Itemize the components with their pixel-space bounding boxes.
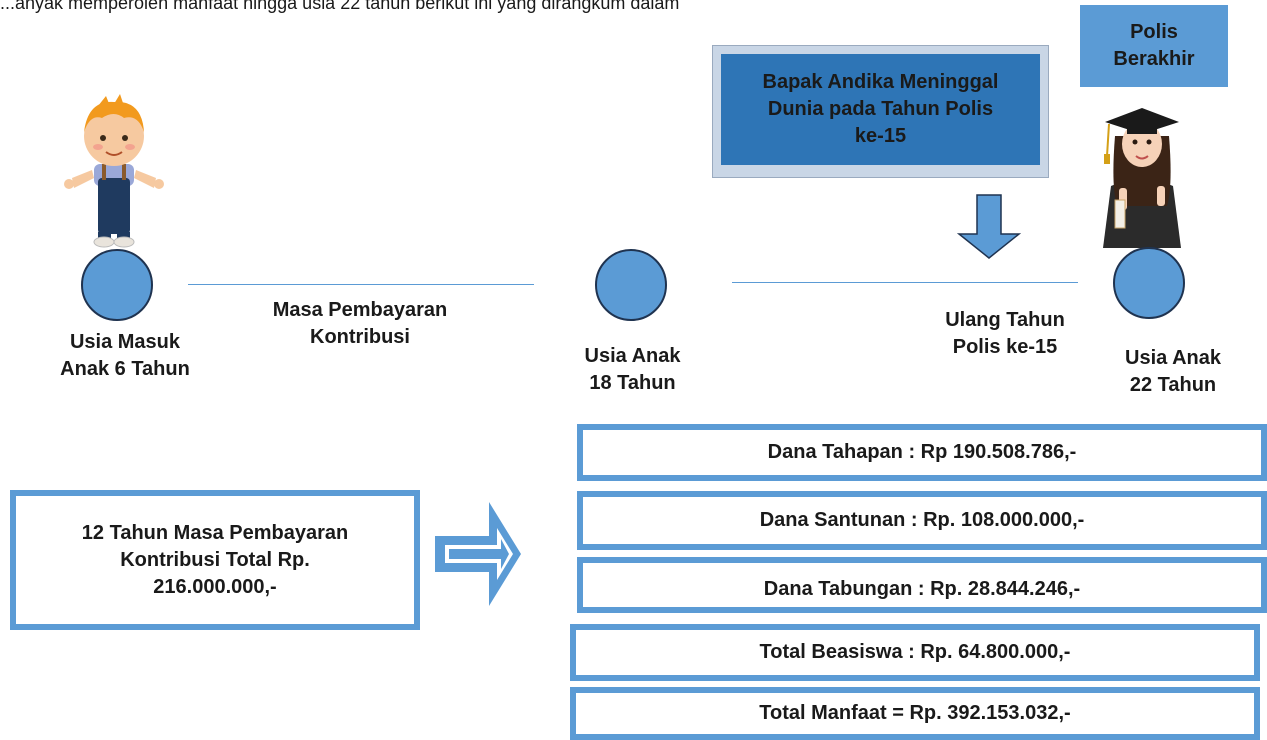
event-box-line1: Bapak Andika Meninggal — [762, 71, 999, 93]
timeline-node-middle — [595, 249, 667, 321]
event-box-frame: Bapak Andika Meninggal Dunia pada Tahun … — [712, 45, 1049, 178]
timeline-node-end — [1113, 247, 1185, 319]
node-label-end-line1: Usia Anak — [1125, 347, 1221, 369]
benefit-box-tabungan: Dana Tabungan : Rp. 28.844.246,- — [577, 557, 1267, 613]
event-box-line2: Dunia pada Tahun Polis — [767, 98, 994, 120]
benefit-box-santunan: Dana Santunan : Rp. 108.000.000,- — [577, 491, 1267, 550]
anniversary-label: Ulang Tahun Polis ke-15 — [925, 307, 1085, 361]
payment-period-line2: Kontribusi — [310, 326, 410, 348]
benefit-santunan-text: Dana Santunan : Rp. 108.000.000,- — [759, 509, 1085, 531]
policy-end-line1: Polis — [1130, 21, 1178, 43]
contribution-summary-box: 12 Tahun Masa Pembayaran Kontribusi Tota… — [10, 490, 420, 630]
node-label-middle: Usia Anak 18 Tahun — [555, 343, 710, 397]
event-box-line3: ke-15 — [854, 125, 907, 147]
payment-period-line1: Masa Pembayaran — [272, 299, 448, 321]
benefit-tahapan-text: Dana Tahapan : Rp 190.508.786,- — [767, 441, 1077, 463]
right-arrow-icon — [435, 502, 521, 606]
anniversary-line1: Ulang Tahun — [945, 309, 1065, 331]
child-boy-illustration — [64, 94, 164, 248]
timeline-line-right — [732, 282, 1078, 283]
timeline-line-left — [188, 284, 534, 285]
graduate-girl-illustration — [1103, 108, 1181, 248]
summary-line1: 12 Tahun Masa Pembayaran — [81, 521, 349, 544]
anniversary-line2: Polis ke-15 — [952, 336, 1058, 358]
benefit-box-total: Total Manfaat = Rp. 392.153.032,- — [570, 687, 1260, 740]
summary-line3: 216.000.000,- — [153, 575, 277, 598]
top-caption: ...anyak memperoleh manfaat hingga usia … — [0, 0, 680, 13]
summary-line2: Kontribusi Total Rp. — [120, 548, 310, 571]
node-label-start-line2: Anak 6 Tahun — [60, 358, 190, 380]
event-box: Bapak Andika Meninggal Dunia pada Tahun … — [721, 54, 1040, 165]
benefit-tabungan-text: Dana Tabungan : Rp. 28.844.246,- — [763, 577, 1081, 600]
payment-period-label: Masa Pembayaran Kontribusi — [245, 297, 475, 351]
node-label-middle-line1: Usia Anak — [584, 345, 681, 367]
timeline-node-start — [81, 249, 153, 321]
node-label-start: Usia Masuk Anak 6 Tahun — [40, 329, 210, 383]
node-label-end: Usia Anak 22 Tahun — [1093, 345, 1253, 399]
node-label-start-line1: Usia Masuk — [69, 331, 181, 353]
node-label-middle-line2: 18 Tahun — [589, 372, 676, 394]
benefit-box-beasiswa: Total Beasiswa : Rp. 64.800.000,- — [570, 624, 1260, 681]
down-arrow-icon — [957, 194, 1021, 259]
node-label-end-line2: 22 Tahun — [1129, 374, 1217, 396]
benefit-beasiswa-text: Total Beasiswa : Rp. 64.800.000,- — [759, 641, 1071, 663]
benefit-box-tahapan: Dana Tahapan : Rp 190.508.786,- — [577, 424, 1267, 481]
policy-end-line2: Berakhir — [1113, 48, 1195, 70]
policy-end-box: Polis Berakhir — [1080, 5, 1228, 87]
benefit-total-text: Total Manfaat = Rp. 392.153.032,- — [759, 702, 1071, 724]
